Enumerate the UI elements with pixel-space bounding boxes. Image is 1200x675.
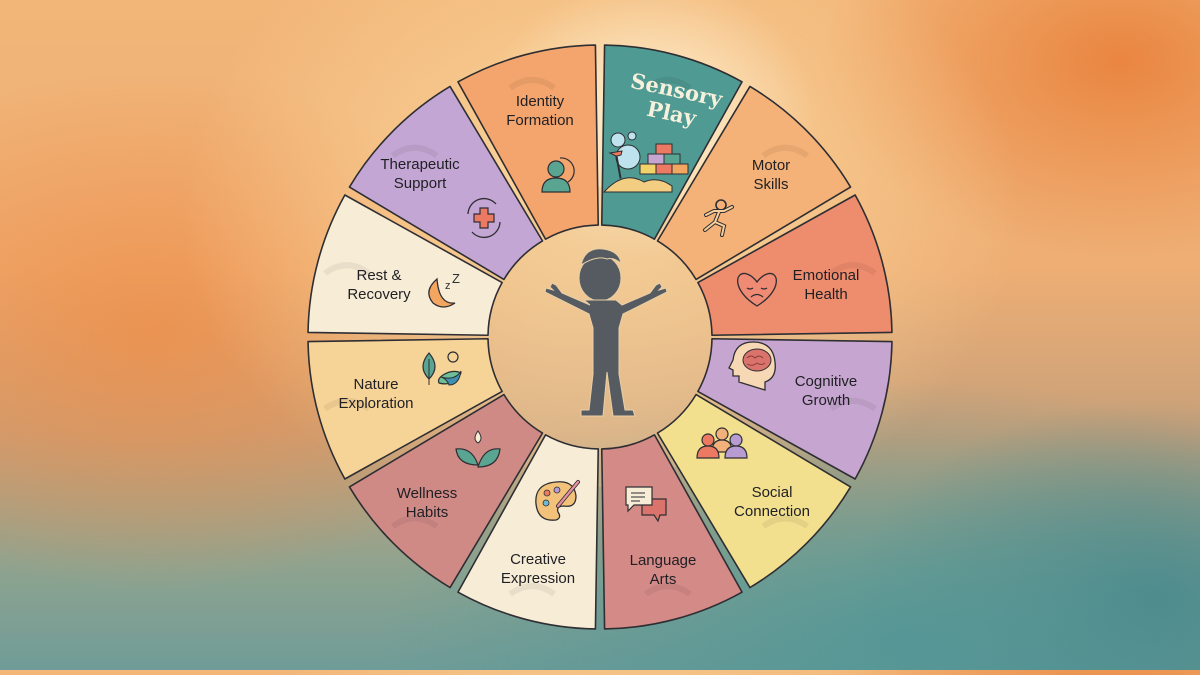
brush-stroke-decoration <box>323 262 371 276</box>
brush-stroke-decoration <box>829 262 877 276</box>
running-figure-icon <box>703 199 734 237</box>
paint-palette-icon <box>535 480 580 521</box>
brush-stroke-decoration <box>508 583 556 597</box>
segment-label-line2: Arts <box>650 571 677 588</box>
segment-label-line2: Exploration <box>338 395 413 412</box>
segment-label-line1: Language <box>630 552 697 569</box>
brush-stroke-decoration <box>644 76 692 91</box>
brush-stroke-decoration <box>390 144 439 159</box>
segment-label-line2: Expression <box>501 570 575 587</box>
segment-label-line1: Therapeutic <box>380 156 460 173</box>
segment-label-line1: Wellness <box>397 485 458 502</box>
brush-stroke-decoration <box>390 515 439 529</box>
brush-stroke-decoration <box>761 144 810 159</box>
segment-label-line2: Skills <box>753 176 788 193</box>
brush-stroke-decoration <box>829 397 877 412</box>
segment-label-line2: Formation <box>506 112 574 129</box>
brush-stroke-decoration <box>508 76 556 91</box>
segment-shape <box>600 434 743 630</box>
segment-label-line2: Connection <box>734 503 810 520</box>
brush-stroke-decoration <box>323 397 371 412</box>
sprout-drop-icon <box>455 430 501 468</box>
speech-bubbles-icon <box>625 486 667 523</box>
segment-label-line1: Emotional <box>793 267 860 284</box>
segment-label-line1: Motor <box>752 157 790 174</box>
brush-stroke-decoration <box>644 583 692 597</box>
sad-heart-icon <box>737 272 777 307</box>
segment-group: SensoryPlayMotorSkillsEmotionalHealthCog… <box>307 44 893 630</box>
segment-label-line2: Support <box>394 175 447 192</box>
medical-cross-cycle-icon <box>467 197 501 239</box>
segment-label-line1: Identity <box>516 93 565 110</box>
segment-label-line2: Health <box>804 286 847 303</box>
segment-shape <box>348 85 544 281</box>
segment-label-line1: Social <box>752 484 793 501</box>
people-group-icon <box>696 427 748 459</box>
segment-shape <box>307 194 503 337</box>
segment-label-line2: Recovery <box>347 286 411 303</box>
bubbles-blocks-sandbox-icon <box>602 131 689 193</box>
segment-label-line1: Cognitive <box>795 373 858 390</box>
segment-label-line2: Habits <box>406 504 449 521</box>
person-profile-icon <box>541 157 575 193</box>
child-silhouette-icon <box>544 248 668 417</box>
segment-label-line1: Creative <box>510 551 566 568</box>
leaf-landscape-icon <box>422 351 462 386</box>
brain-head-icon <box>728 341 776 391</box>
segment-shape <box>348 393 544 589</box>
segment-shape <box>697 194 893 337</box>
segment-label-line1: Rest & <box>356 267 401 284</box>
svg-text:Z: Z <box>452 271 460 286</box>
segment-label-line2: Growth <box>802 392 850 409</box>
segment-label-line1: Nature <box>353 376 398 393</box>
svg-text:z: z <box>445 280 451 292</box>
brush-stroke-decoration <box>761 515 810 529</box>
